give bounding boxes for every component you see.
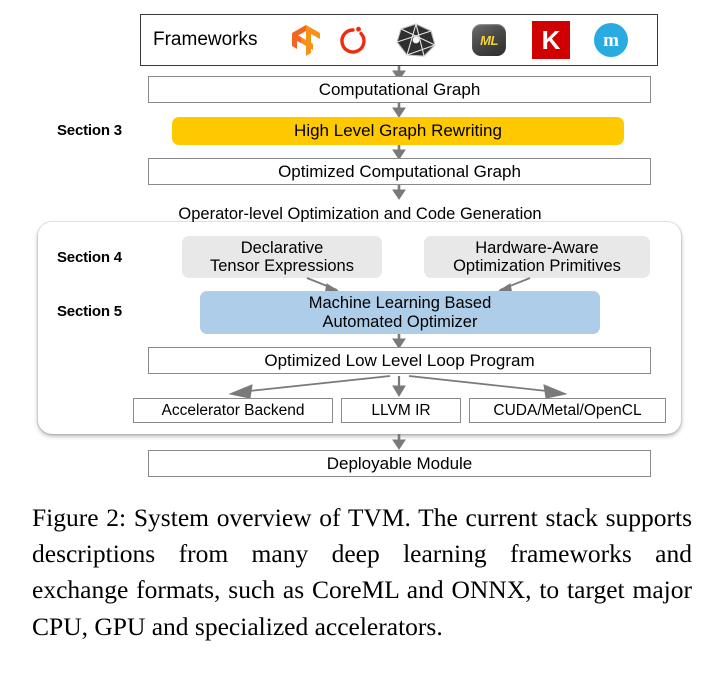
arrow-optimized-graph-to-operator-level bbox=[392, 185, 406, 200]
node-hardware-aware-optimization-primitives: Hardware-Aware Optimization Primitives bbox=[424, 236, 650, 278]
figure-caption: Figure 2: System overview of TVM. The cu… bbox=[32, 503, 692, 641]
keras-icon-text: K bbox=[541, 25, 561, 55]
node-deployable-module: Deployable Module bbox=[148, 450, 651, 477]
onnx-icon bbox=[395, 22, 437, 58]
section-label-5: Section 5 bbox=[57, 303, 122, 320]
arrow-graph-to-rewriting bbox=[392, 103, 406, 118]
node-optimized-computational-graph: Optimized Computational Graph bbox=[148, 158, 651, 185]
section-label-3: Section 3 bbox=[57, 122, 122, 139]
frameworks-bar: Frameworks bbox=[140, 14, 658, 66]
node-accelerator-backend: Accelerator Backend bbox=[133, 398, 333, 423]
frameworks-label: Frameworks bbox=[153, 29, 258, 50]
pytorch-icon bbox=[337, 23, 369, 57]
tensorflow-icon bbox=[287, 23, 325, 57]
node-ml-based-automated-optimizer: Machine Learning Based Automated Optimiz… bbox=[200, 291, 600, 334]
arrow-loop-to-cuda bbox=[408, 375, 568, 399]
node-high-level-graph-rewriting: High Level Graph Rewriting bbox=[172, 117, 624, 145]
operator-level-optimization-label: Operator-level Optimization and Code Gen… bbox=[178, 205, 542, 223]
node-optimized-low-level-loop-program: Optimized Low Level Loop Program bbox=[148, 347, 651, 374]
node-llvm-ir: LLVM IR bbox=[341, 398, 461, 423]
figure-diagram: Frameworks bbox=[57, 14, 666, 477]
coreml-icon: ML bbox=[472, 24, 506, 56]
mxnet-icon-text: m bbox=[603, 29, 619, 51]
section-label-4: Section 4 bbox=[57, 249, 122, 266]
node-cuda-metal-opencl: CUDA/Metal/OpenCL bbox=[469, 398, 666, 423]
arrow-optimizer-to-loop-program bbox=[392, 334, 406, 349]
coreml-icon-text: ML bbox=[480, 32, 498, 48]
arrow-frameworks-to-graph bbox=[392, 66, 406, 81]
arrow-loop-to-accelerator bbox=[228, 375, 391, 399]
mxnet-icon: m bbox=[594, 23, 628, 57]
node-computational-graph: Computational Graph bbox=[148, 76, 651, 103]
arrow-rewriting-to-optimized-graph bbox=[392, 145, 406, 160]
node-declarative-tensor-expressions: Declarative Tensor Expressions bbox=[182, 236, 382, 278]
arrow-backends-to-deployable-module bbox=[392, 434, 406, 450]
keras-icon: K bbox=[532, 21, 570, 59]
arrow-loop-to-llvm bbox=[392, 376, 406, 397]
